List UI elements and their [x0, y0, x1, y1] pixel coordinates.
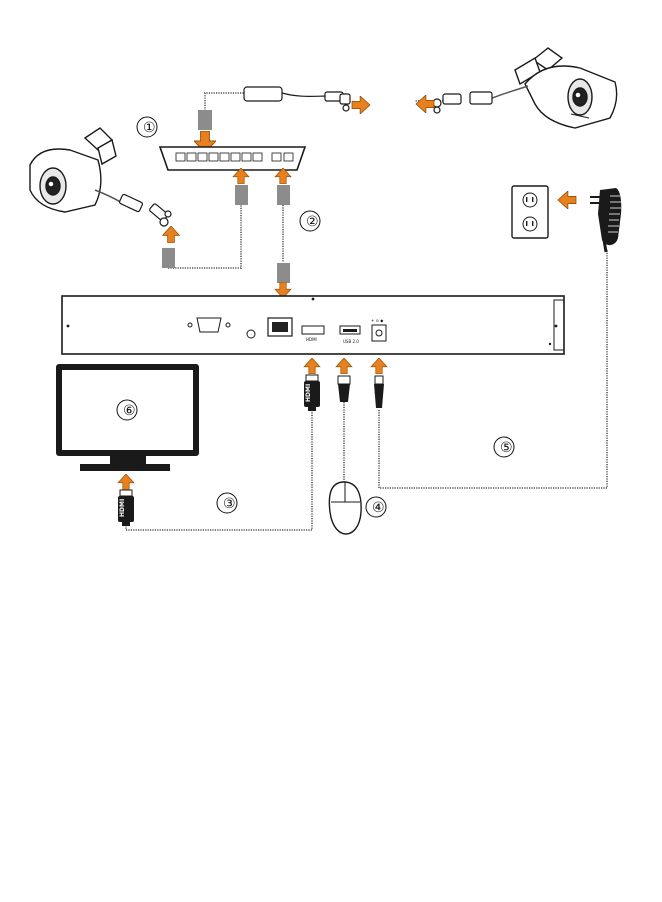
arrow-up-left-camera	[163, 226, 180, 243]
step-marker-4: ④	[366, 497, 386, 517]
arrow-up-usb	[336, 358, 352, 374]
power-adapter-icon	[598, 188, 621, 245]
arrow-right-top-connector	[352, 96, 370, 114]
plug-switch-uplink	[277, 185, 290, 205]
step-number-2: ②	[306, 214, 319, 230]
step-marker-1: ①	[137, 117, 157, 137]
arrow-up-monitor-hdmi	[118, 474, 134, 490]
poe-switch	[160, 147, 305, 170]
step-marker-2: ②	[300, 211, 320, 231]
cable-power	[379, 250, 607, 488]
lan-port-icon	[268, 318, 292, 336]
wall-outlet	[512, 186, 548, 238]
step-number-1: ①	[143, 120, 156, 136]
rj45-connector-icon	[433, 92, 492, 113]
nvr-recorder-icon	[62, 296, 564, 354]
step-marker-5: ⑤	[494, 437, 514, 457]
plug-switch-port	[235, 185, 248, 205]
nvr-recorder: HDMI USB 2.0 + ⊝ ◆	[62, 296, 564, 354]
arrow-left-top-camera	[416, 95, 434, 113]
arrow-up-power	[371, 358, 387, 374]
step-number-5: ⑤	[500, 440, 513, 456]
bullet-camera-icon	[515, 48, 617, 128]
camera-top-right	[433, 48, 617, 128]
usb-plug	[338, 376, 350, 402]
top-network-connector	[244, 87, 350, 111]
dc-port-label: + ⊝ ◆	[371, 318, 384, 323]
bullet-camera-icon	[30, 128, 116, 212]
rj45-connector-icon	[119, 194, 171, 226]
hdmi-plug-monitor-label: HDMI	[119, 499, 126, 517]
dc-plug	[374, 376, 384, 408]
power-adapter	[590, 188, 621, 252]
plug-left-camera	[162, 248, 175, 268]
step-marker-3: ③	[217, 493, 237, 513]
arrow-up-hdmi	[304, 358, 320, 374]
hdmi-plug-nvr-label: HDMI	[305, 384, 312, 402]
hdmi-plug-nvr: HDMI	[304, 375, 320, 411]
hdmi-port-label: HDMI	[306, 337, 317, 342]
cable-left-camera-to-switch	[168, 205, 241, 268]
arrow-left-outlet	[558, 191, 576, 209]
usb-port-label: USB 2.0	[343, 339, 359, 344]
plug-switch-top	[198, 110, 212, 130]
mouse	[329, 482, 361, 534]
step-number-4: ④	[372, 500, 385, 516]
camera-left	[30, 128, 171, 226]
step-number-6: ⑥	[123, 403, 136, 419]
audio-port-icon	[247, 330, 255, 338]
plug-nvr-lan	[277, 263, 290, 283]
hdmi-plug-monitor: HDMI	[118, 490, 134, 526]
step-number-3: ③	[223, 496, 236, 512]
